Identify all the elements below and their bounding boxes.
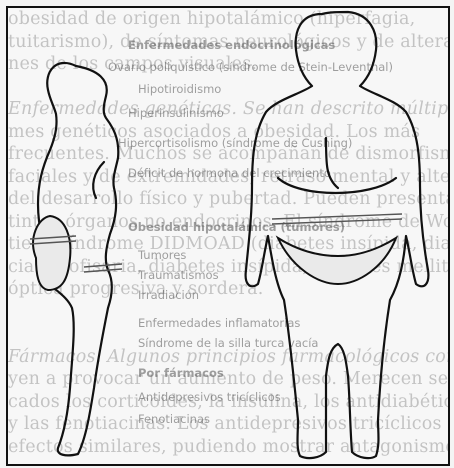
waist-band-2 <box>272 219 402 224</box>
side-view-figure <box>30 63 122 455</box>
belly-bulge <box>33 216 70 290</box>
hip-band-1 <box>84 264 122 267</box>
waist-band-1 <box>272 214 402 219</box>
illustration-frame: obesidad de origen hipotalámico (hiperfa… <box>6 6 450 466</box>
hip-band-2 <box>84 269 122 272</box>
abdomen-bulge <box>278 238 396 284</box>
body-figures <box>8 8 448 464</box>
front-view-figure <box>246 12 429 458</box>
